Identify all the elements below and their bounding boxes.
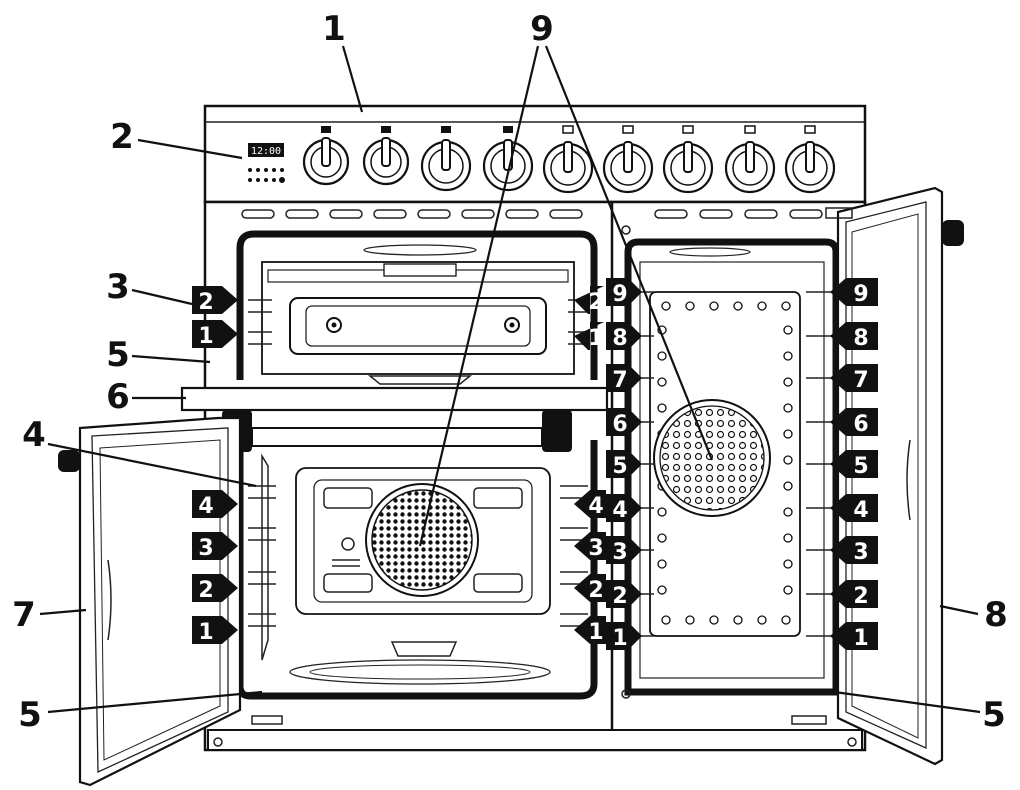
shelf-badge: 2 bbox=[192, 286, 238, 315]
shelf-badge: 4 bbox=[192, 490, 238, 519]
shelf-badge: 6 bbox=[606, 408, 642, 437]
shelf-badge: 1 bbox=[606, 622, 642, 651]
shelf-badge: 1 bbox=[192, 616, 238, 645]
svg-text:2: 2 bbox=[588, 578, 603, 603]
shelf-badge: 4 bbox=[574, 490, 606, 519]
shelf-badge: 1 bbox=[574, 616, 606, 645]
right-oven-right-badges: 9 8 7 6 5 4 3 2 bbox=[830, 278, 878, 651]
svg-text:4: 4 bbox=[198, 494, 213, 519]
svg-text:3: 3 bbox=[588, 536, 603, 561]
shelf-badge: 8 bbox=[830, 322, 878, 351]
shelf-badge: 2 bbox=[606, 580, 642, 609]
grill-shelf-badges: 2 1 2 1 bbox=[192, 286, 604, 351]
svg-text:9: 9 bbox=[612, 282, 627, 307]
knob bbox=[302, 126, 350, 186]
svg-text:7: 7 bbox=[612, 368, 627, 393]
svg-text:6: 6 bbox=[853, 412, 868, 437]
knob bbox=[784, 125, 836, 194]
control-knobs bbox=[302, 125, 836, 194]
callout-7: 7 bbox=[12, 595, 36, 635]
knob bbox=[482, 126, 534, 192]
main-oven-shelf-badges: 4 3 2 1 4 3 2 1 bbox=[192, 490, 606, 645]
knob bbox=[542, 125, 594, 194]
shelf-badge: 4 bbox=[606, 494, 642, 523]
clock-display: 12:00 bbox=[248, 143, 285, 183]
knob bbox=[662, 125, 714, 194]
grill-compartment bbox=[236, 230, 598, 385]
svg-text:1: 1 bbox=[612, 626, 627, 651]
svg-text:4: 4 bbox=[853, 498, 868, 523]
leader-lines bbox=[39, 45, 981, 714]
svg-text:3: 3 bbox=[198, 536, 213, 561]
svg-text:5: 5 bbox=[612, 454, 627, 479]
callout-2: 2 bbox=[110, 117, 134, 157]
clock-text: 12:00 bbox=[251, 146, 281, 157]
callout-labels: 1 2 3 4 5 6 7 8 9 5 5 bbox=[12, 9, 1008, 735]
svg-text:1: 1 bbox=[853, 626, 868, 651]
shelf-badge: 2 bbox=[192, 574, 238, 603]
svg-text:2: 2 bbox=[198, 290, 213, 315]
svg-text:8: 8 bbox=[853, 326, 868, 351]
shelf-badge: 3 bbox=[192, 532, 238, 561]
callout-3: 3 bbox=[106, 267, 130, 307]
svg-text:4: 4 bbox=[588, 494, 603, 519]
shelf-badge: 6 bbox=[830, 408, 878, 437]
callout-6: 6 bbox=[106, 377, 130, 417]
callout-5-upper: 5 bbox=[106, 335, 130, 375]
svg-text:3: 3 bbox=[853, 540, 868, 565]
shelf-badge: 7 bbox=[830, 364, 878, 393]
shelf-badge: 1 bbox=[830, 622, 878, 651]
shelf-badge: 5 bbox=[830, 450, 878, 479]
svg-text:1: 1 bbox=[198, 620, 213, 645]
svg-text:3: 3 bbox=[612, 540, 627, 565]
svg-text:5: 5 bbox=[853, 454, 868, 479]
shelf-badge: 2 bbox=[574, 574, 606, 603]
shelf-badge: 3 bbox=[830, 536, 878, 565]
callout-9: 9 bbox=[530, 9, 554, 49]
svg-text:1: 1 bbox=[588, 326, 603, 351]
shelf-badge: 1 bbox=[574, 322, 604, 351]
svg-text:6: 6 bbox=[612, 412, 627, 437]
shelf-badge: 3 bbox=[574, 532, 606, 561]
svg-text:2: 2 bbox=[588, 290, 603, 315]
shelf-badge: 7 bbox=[606, 364, 642, 393]
knob bbox=[420, 126, 472, 192]
knob bbox=[724, 125, 776, 194]
svg-text:1: 1 bbox=[588, 620, 603, 645]
right-oven-cavity bbox=[621, 225, 840, 699]
svg-text:2: 2 bbox=[853, 584, 868, 609]
shelf-badge: 5 bbox=[606, 450, 642, 479]
svg-text:9: 9 bbox=[853, 282, 868, 307]
svg-text:7: 7 bbox=[853, 368, 868, 393]
svg-text:2: 2 bbox=[612, 584, 627, 609]
callout-5-lower-left: 5 bbox=[18, 695, 42, 735]
svg-text:4: 4 bbox=[612, 498, 627, 523]
callout-8: 8 bbox=[984, 595, 1008, 635]
svg-text:2: 2 bbox=[198, 578, 213, 603]
svg-text:8: 8 bbox=[612, 326, 627, 351]
callout-4: 4 bbox=[22, 415, 46, 455]
shelf-badge: 3 bbox=[606, 536, 642, 565]
shelf-badge: 2 bbox=[830, 580, 878, 609]
callout-1: 1 bbox=[322, 9, 346, 49]
svg-text:1: 1 bbox=[198, 324, 213, 349]
shelf-badge: 2 bbox=[574, 286, 604, 315]
knob bbox=[362, 126, 410, 186]
shelf-badge: 1 bbox=[192, 320, 238, 349]
shelf-badge: 8 bbox=[606, 322, 642, 351]
shelf-badge: 9 bbox=[830, 278, 878, 307]
right-oven-left-badges: 9 8 7 6 5 4 3 2 bbox=[606, 278, 642, 651]
knob bbox=[602, 125, 654, 194]
vent-slots bbox=[241, 209, 823, 219]
callout-5-lower-right: 5 bbox=[982, 695, 1006, 735]
shelf-badge: 9 bbox=[606, 278, 642, 307]
shelf-badge: 4 bbox=[830, 494, 878, 523]
